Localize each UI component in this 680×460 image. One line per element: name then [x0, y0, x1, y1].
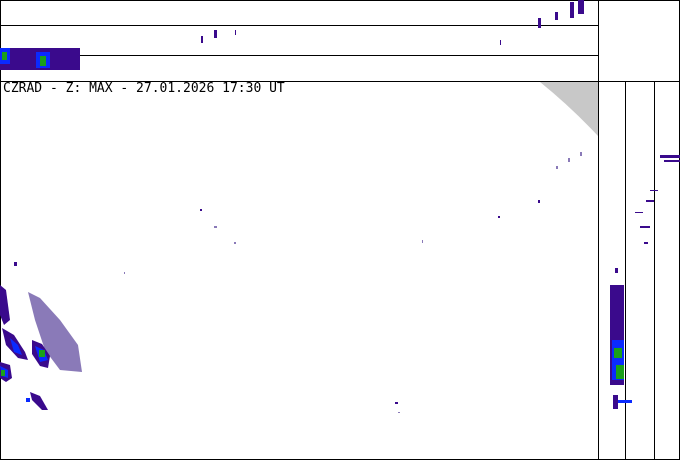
radar-product-title: CZRAD - Z: MAX - 27.01.2026 17:30 UT — [3, 81, 285, 96]
no-coverage-area — [540, 82, 598, 136]
right-section-echoes — [610, 155, 680, 409]
top-section-echoes — [0, 0, 584, 70]
main-map-echoes — [0, 152, 582, 413]
